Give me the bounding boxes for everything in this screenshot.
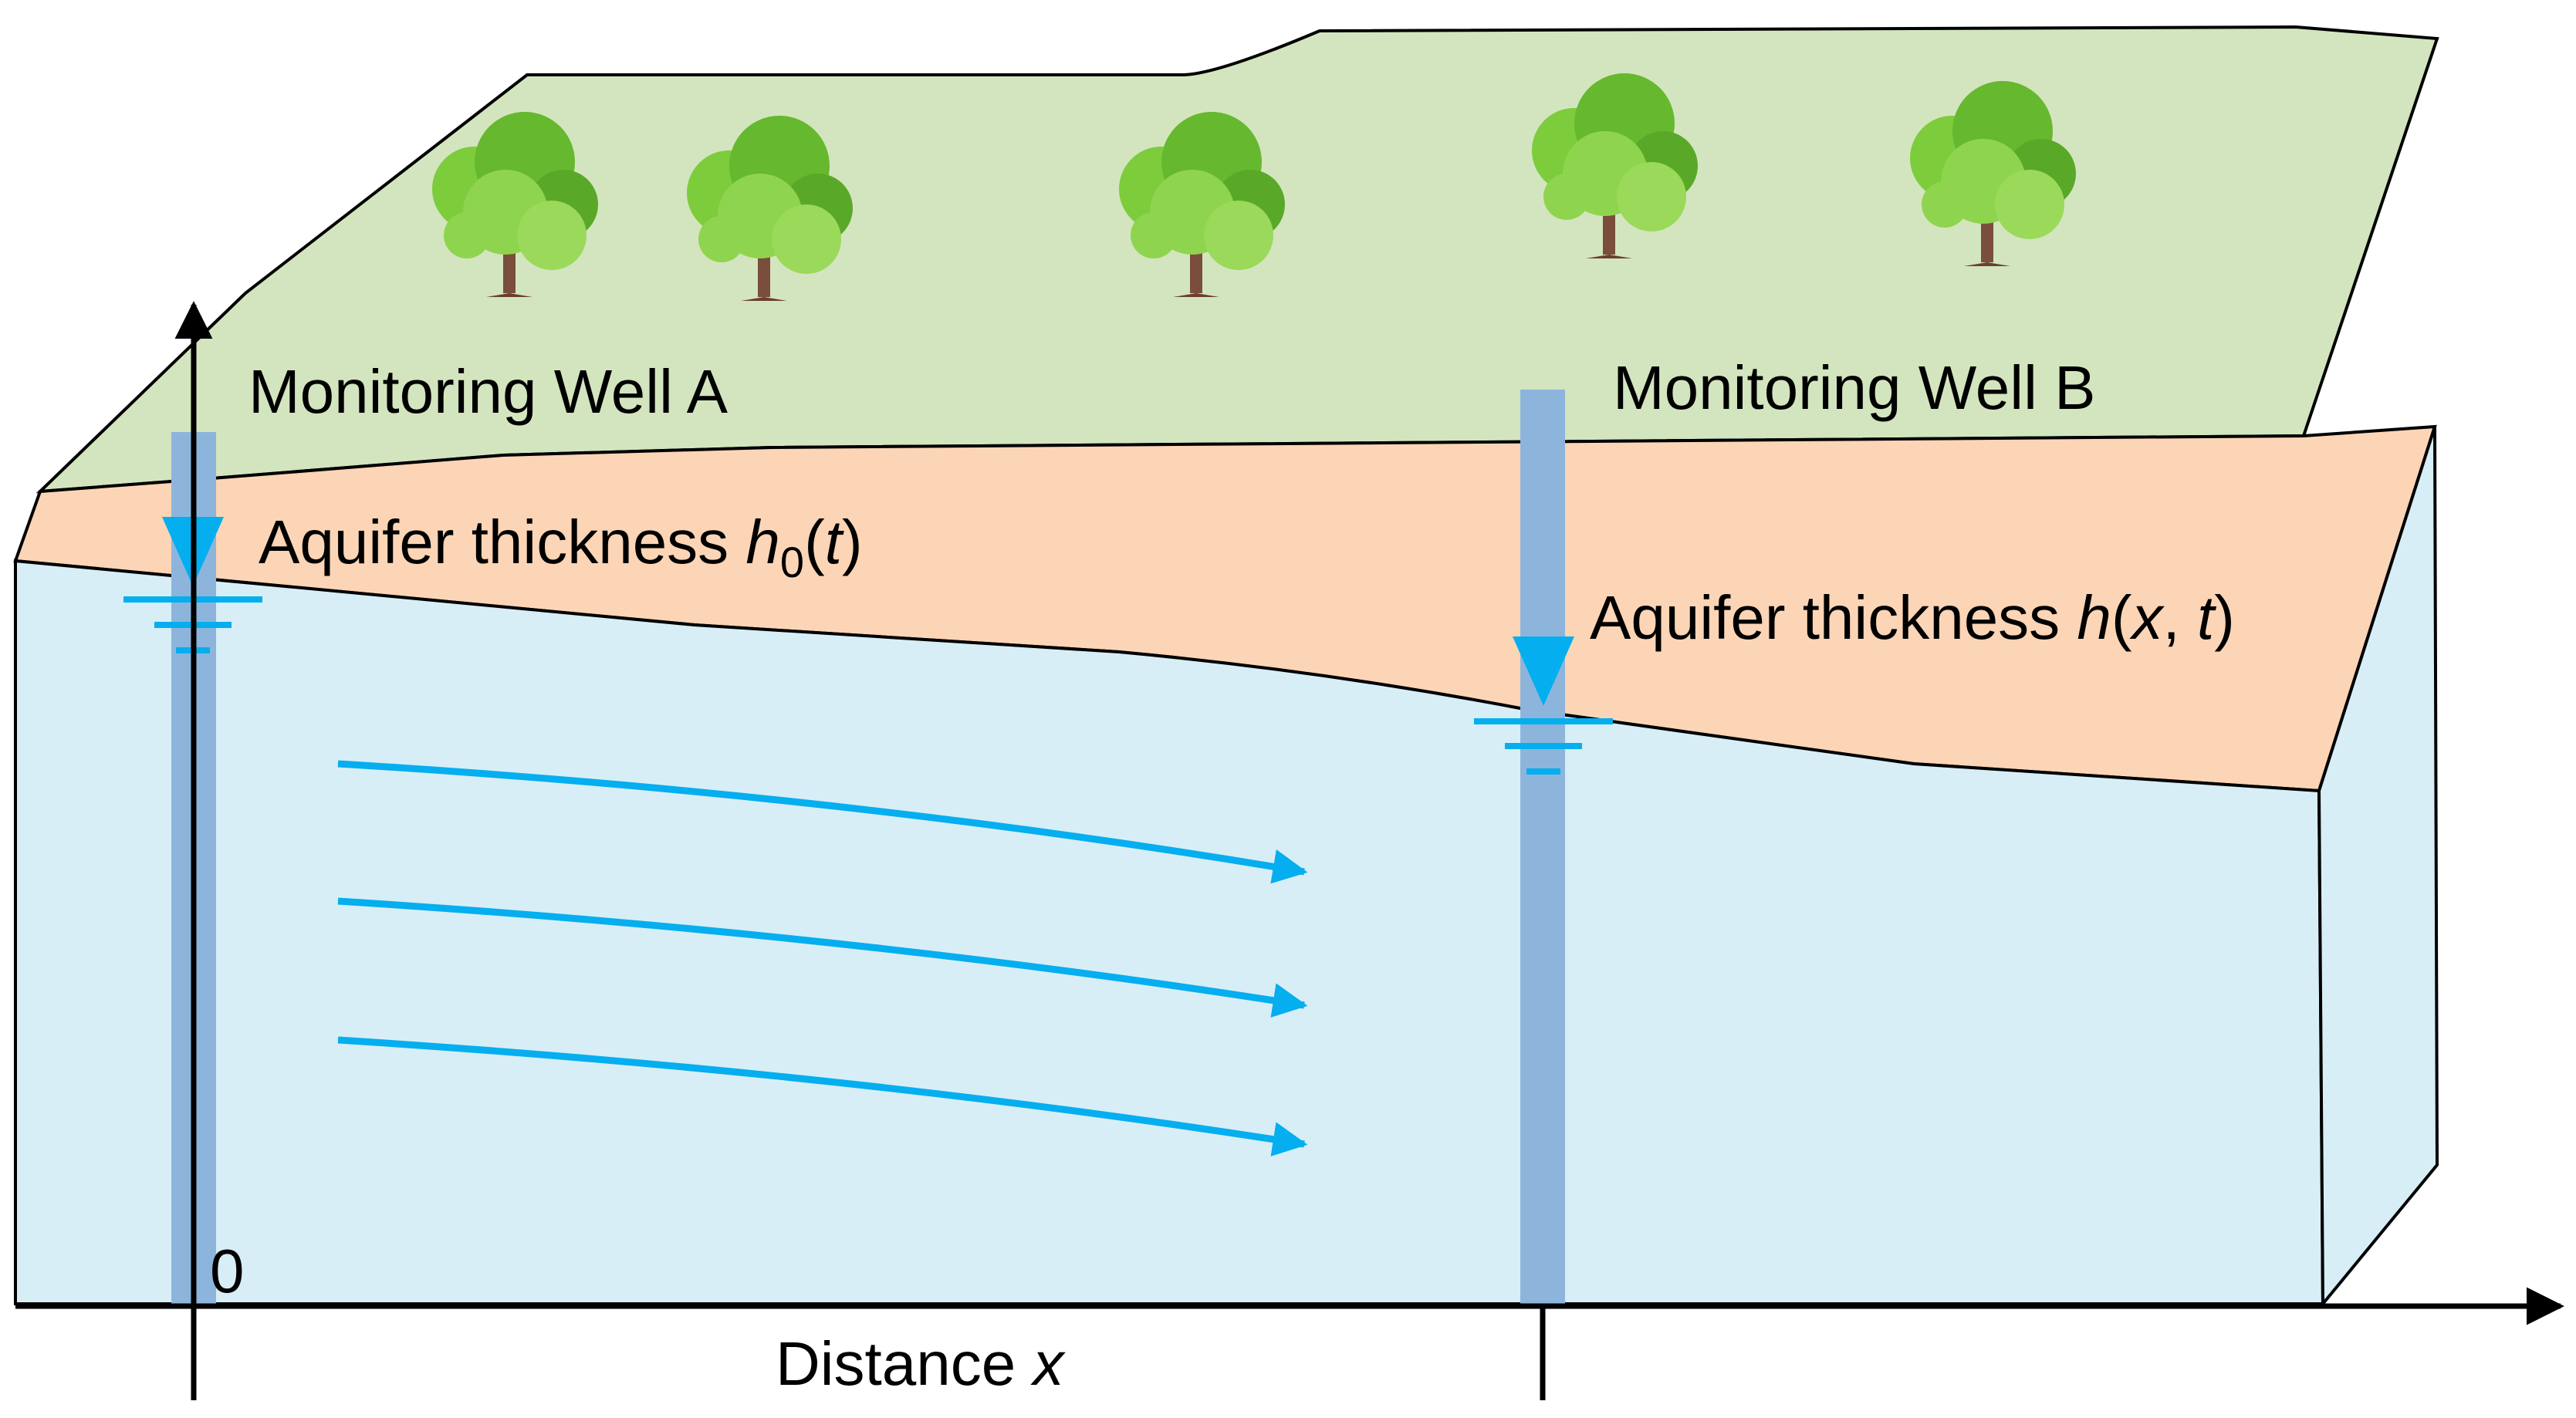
well-b-label: Monitoring Well B [1613, 353, 2095, 422]
water-table-triangle-icon [1474, 636, 1613, 775]
well-a-label: Monitoring Well A [248, 357, 729, 426]
origin-label: 0 [210, 1237, 245, 1305]
well-b-casing [1520, 390, 1565, 1304]
flow-arrow-icon [337, 760, 1308, 884]
flow-arrow-icon [337, 1036, 1308, 1156]
aquifer-side [2317, 426, 2439, 1308]
x-axis-label: Distance x [776, 1329, 1066, 1398]
well-b-thickness-label: Aquifer thickness h(x, t) [1590, 583, 2235, 652]
well-a-thickness-label: Aquifer thickness h0(t) [259, 508, 863, 586]
flow-arrow-icon [337, 897, 1308, 1018]
